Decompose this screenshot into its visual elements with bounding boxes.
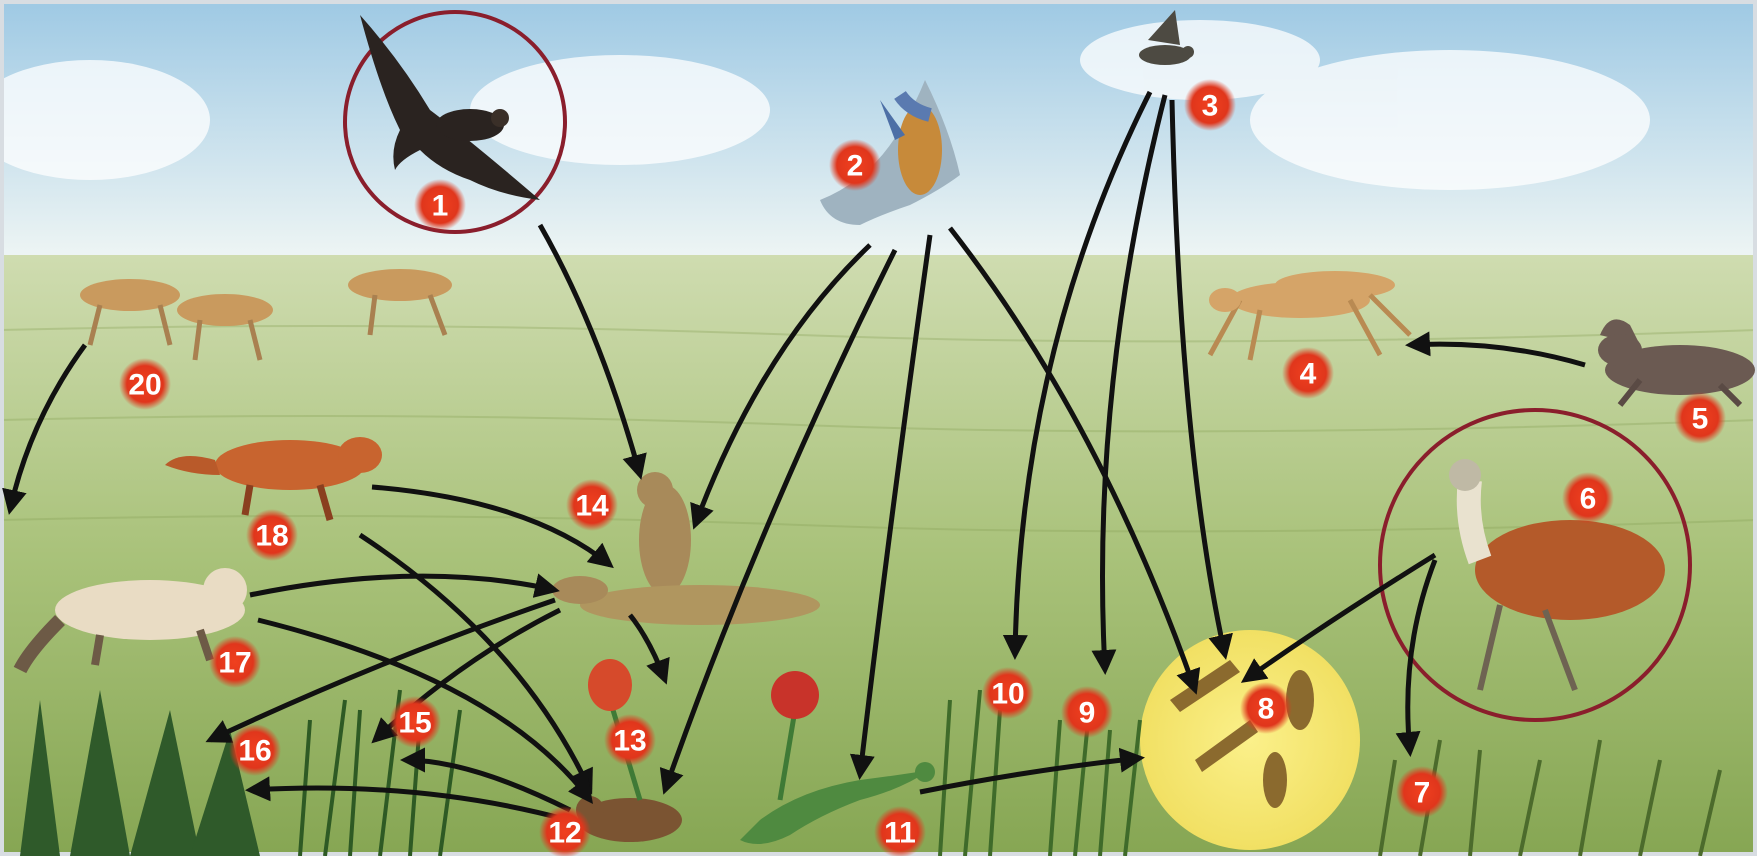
organism-number-label: 2	[847, 150, 864, 183]
organism-number-label: 15	[398, 707, 431, 740]
badge-12: 12	[539, 806, 591, 856]
badge-3: 3	[1184, 79, 1236, 131]
organism-number-label: 14	[575, 490, 609, 523]
organism-number-label: 1	[432, 190, 449, 223]
organism-number-label: 13	[613, 725, 646, 758]
organism-number-label: 12	[548, 817, 581, 850]
organism-number-label: 3	[1202, 90, 1219, 123]
organism-number-label: 9	[1079, 697, 1096, 730]
badge-10: 10	[982, 667, 1034, 719]
badge-9: 9	[1061, 686, 1113, 738]
badge-1: 1	[414, 179, 466, 231]
badge-16: 16	[229, 724, 281, 776]
organism-8	[1140, 630, 1360, 850]
organism-number-label: 5	[1692, 403, 1709, 436]
organism-number-label: 6	[1580, 483, 1597, 516]
organism-number-label: 8	[1258, 693, 1275, 726]
badge-17: 17	[209, 636, 261, 688]
badge-4: 4	[1282, 347, 1334, 399]
organism-number-label: 7	[1414, 777, 1431, 810]
badge-2: 2	[829, 139, 881, 191]
badge-5: 5	[1674, 392, 1726, 444]
badge-13: 13	[604, 714, 656, 766]
organism-number-label: 4	[1300, 358, 1317, 391]
organism-number-label: 10	[991, 678, 1024, 711]
badge-8: 8	[1240, 682, 1292, 734]
organism-number-label: 11	[884, 817, 916, 850]
organism-number-label: 16	[238, 735, 271, 768]
badge-18: 18	[246, 509, 298, 561]
badge-20: 20	[119, 358, 171, 410]
organism-number-label: 18	[255, 520, 288, 553]
organism-number-label: 20	[128, 369, 161, 402]
badge-11: 11	[874, 806, 926, 856]
badge-7: 7	[1396, 766, 1448, 818]
insect-glow	[1140, 630, 1360, 850]
badge-14: 14	[566, 479, 618, 531]
badge-6: 6	[1562, 472, 1614, 524]
organism-number-label: 17	[218, 647, 251, 680]
badge-15: 15	[389, 696, 441, 748]
